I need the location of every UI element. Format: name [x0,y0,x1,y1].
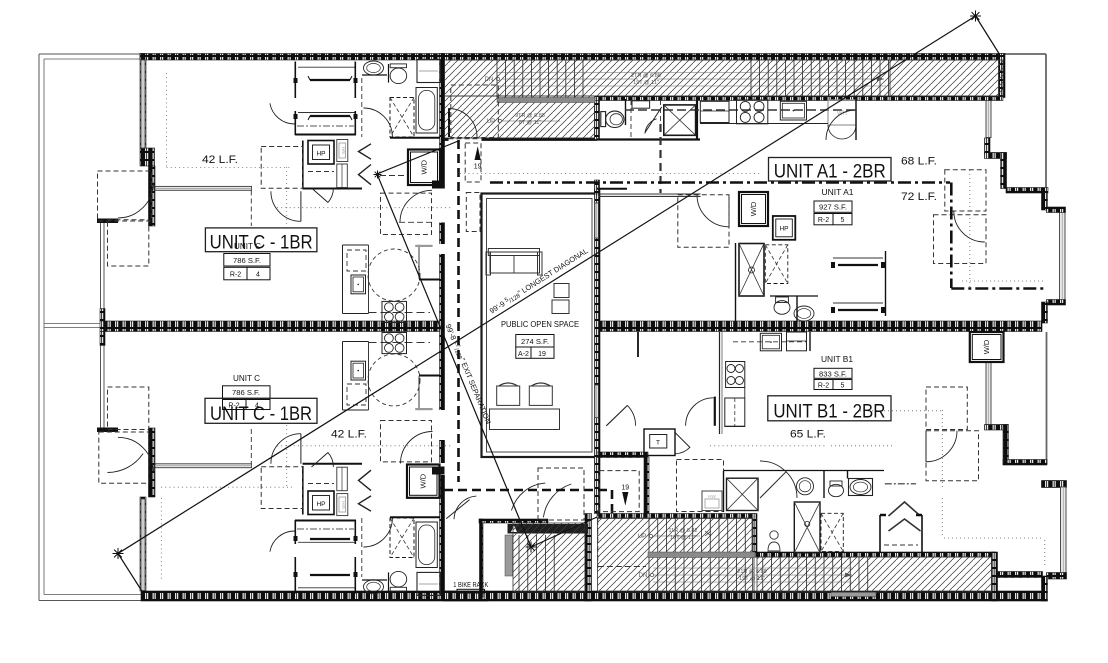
svg-text:T: T [656,440,660,447]
svg-text:UNIT C - 1BR: UNIT C - 1BR [210,404,312,425]
svg-text:72 L.F.: 72 L.F. [901,191,937,203]
svg-text:927 S.F.: 927 S.F. [819,203,847,212]
svg-text:1 BIKE RACK: 1 BIKE RACK [453,582,488,589]
svg-text:R-2: R-2 [228,403,239,410]
svg-text:10T @ 11": 10T @ 11" [670,535,696,541]
svg-text:19: 19 [538,351,546,358]
svg-text:HP: HP [779,226,788,233]
svg-text:W/D: W/D [419,473,428,488]
svg-text:UNIT A1: UNIT A1 [822,188,855,197]
svg-text:42 L.F.: 42 L.F. [331,429,367,441]
svg-text:A-2: A-2 [518,351,529,358]
svg-text:19T @ 11": 19T @ 11" [739,576,765,582]
svg-text:UNIT A1 - 2BR: UNIT A1 - 2BR [774,162,886,183]
svg-text:4: 4 [255,403,259,410]
svg-text:HW: HW [708,494,716,499]
svg-text:WH: WH [341,501,346,509]
svg-text:UNIT C: UNIT C [234,242,261,251]
svg-text:4: 4 [256,272,260,279]
svg-text:UP: UP [638,534,646,540]
svg-text:W/D: W/D [982,339,991,354]
svg-text:DN: DN [485,77,494,83]
svg-text:9TR @ 6.88: 9TR @ 6.88 [515,113,545,119]
svg-text:R-2: R-2 [818,217,829,224]
svg-text:R-2: R-2 [230,272,241,279]
svg-text:UP: UP [487,119,495,125]
svg-text:UNIT C: UNIT C [233,374,260,383]
svg-text:786 S.F.: 786 S.F. [232,388,260,397]
svg-text:UNIT C - 1BR: UNIT C - 1BR [210,232,313,253]
svg-text:11R @ 6.82: 11R @ 6.82 [668,528,697,534]
svg-text:HP: HP [316,151,325,158]
svg-text:21R @ 6.88: 21R @ 6.88 [737,569,766,575]
svg-text:42 L.F.: 42 L.F. [202,154,238,166]
svg-text:786 S.F.: 786 S.F. [233,256,261,265]
svg-text:833 S.F.: 833 S.F. [819,369,847,378]
svg-text:65 L.F.: 65 L.F. [790,429,826,441]
svg-text:UNIT B1 - 2BR: UNIT B1 - 2BR [773,401,885,422]
svg-text:UNIT B1: UNIT B1 [821,355,854,364]
svg-text:19: 19 [474,164,482,171]
svg-text:68 L.F.: 68 L.F. [901,156,937,168]
svg-text:19: 19 [621,485,629,492]
svg-text:W/D: W/D [749,201,758,216]
svg-text:W/D: W/D [420,159,429,174]
svg-text:WH: WH [837,111,847,117]
svg-text:8T @ 11": 8T @ 11" [519,120,542,126]
svg-text:2TR @ 6.88: 2TR @ 6.88 [631,73,661,79]
svg-text:WH: WH [341,147,346,155]
svg-text:19T @ 11": 19T @ 11" [633,80,659,86]
svg-text:PUBLIC OPEN SPACE: PUBLIC OPEN SPACE [501,320,579,329]
svg-text:DN: DN [639,573,648,579]
svg-text:274 S.F.: 274 S.F. [521,337,549,346]
svg-text:HP: HP [316,501,325,508]
svg-text:5: 5 [841,217,845,224]
svg-text:5: 5 [841,383,845,390]
svg-text:R-2: R-2 [818,383,829,390]
